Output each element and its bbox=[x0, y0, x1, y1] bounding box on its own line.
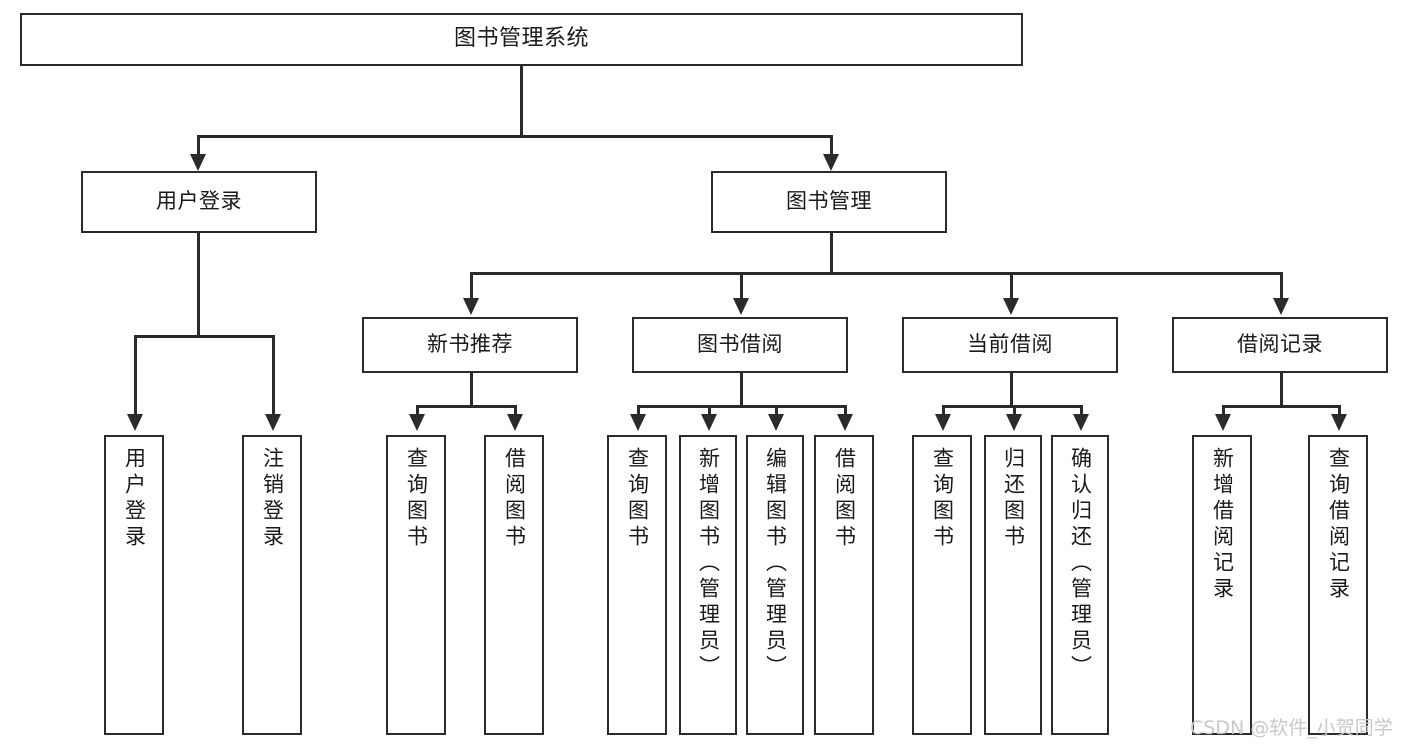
arrow-new-book-leaf-2 bbox=[507, 414, 523, 431]
node-label: 新书推荐 bbox=[427, 332, 513, 357]
node-label: 归还图书 bbox=[1001, 447, 1026, 551]
arrow-to-current-borrow bbox=[1003, 298, 1019, 315]
connector-to-borrow-record bbox=[1280, 272, 1283, 299]
node-label: 编辑图书（管理员） bbox=[763, 447, 788, 681]
connector-current-borrow-drop-1 bbox=[942, 405, 945, 418]
connector-root-stem bbox=[520, 66, 523, 135]
leaf-borrow-record-query[interactable]: 查询借阅记录 bbox=[1308, 435, 1368, 735]
node-label: 图书管理系统 bbox=[453, 26, 589, 52]
node-label: 查询图书 bbox=[930, 447, 955, 551]
node-label: 新增图书（管理员） bbox=[696, 447, 721, 681]
leaf-current-borrow-confirm[interactable]: 确认归还（管理员） bbox=[1051, 435, 1109, 735]
connector-to-book-borrow bbox=[740, 272, 743, 299]
arrow-book-borrow-leaf-1 bbox=[630, 414, 646, 431]
connector-root-bus bbox=[197, 135, 833, 138]
node-label: 当前借阅 bbox=[967, 332, 1053, 357]
connector-to-book-management bbox=[830, 135, 833, 158]
leaf-current-borrow-return[interactable]: 归还图书 bbox=[984, 435, 1042, 735]
connector-current-borrow-bus bbox=[942, 405, 1080, 408]
arrow-current-borrow-leaf-3 bbox=[1073, 414, 1089, 431]
arrow-new-book-leaf-1 bbox=[409, 414, 425, 431]
arrow-to-new-book-recommend bbox=[463, 298, 479, 315]
arrow-user-login-leaf-1 bbox=[127, 414, 143, 431]
connector-to-new-book-recommend bbox=[470, 272, 473, 299]
node-label: 借阅图书 bbox=[502, 447, 527, 551]
node-label: 确认归还（管理员） bbox=[1068, 447, 1093, 681]
node-book-borrow[interactable]: 图书借阅 bbox=[632, 317, 848, 373]
arrow-borrow-record-leaf-1 bbox=[1215, 414, 1231, 431]
arrow-book-borrow-leaf-2 bbox=[701, 414, 717, 431]
connector-user-login-drop-2 bbox=[272, 335, 275, 418]
arrow-to-borrow-record bbox=[1273, 298, 1289, 315]
leaf-book-borrow-borrow[interactable]: 借阅图书 bbox=[814, 435, 874, 735]
connector-current-borrow-drop-2 bbox=[1013, 405, 1016, 418]
arrow-current-borrow-leaf-2 bbox=[1006, 414, 1022, 431]
connector-new-book-bus bbox=[416, 405, 516, 408]
connector-new-book-drop-1 bbox=[416, 405, 419, 418]
node-label: 借阅图书 bbox=[832, 447, 857, 551]
connector-new-book-drop-2 bbox=[514, 405, 517, 418]
connector-current-borrow-drop-3 bbox=[1080, 405, 1083, 418]
connector-book-management-stem bbox=[830, 233, 833, 272]
node-label: 新增借阅记录 bbox=[1210, 447, 1235, 603]
arrow-book-borrow-leaf-4 bbox=[837, 414, 853, 431]
arrow-to-user-login bbox=[190, 154, 206, 171]
leaf-user-login-login[interactable]: 用户登录 bbox=[104, 435, 164, 735]
leaf-book-borrow-edit[interactable]: 编辑图书（管理员） bbox=[746, 435, 804, 735]
connector-borrow-record-stem bbox=[1280, 373, 1283, 405]
node-label: 查询借阅记录 bbox=[1326, 447, 1351, 603]
node-current-borrow[interactable]: 当前借阅 bbox=[902, 317, 1118, 373]
node-label: 用户登录 bbox=[156, 189, 242, 214]
arrow-to-book-management bbox=[823, 154, 839, 171]
node-label: 查询图书 bbox=[625, 447, 650, 551]
leaf-current-borrow-query[interactable]: 查询图书 bbox=[912, 435, 972, 735]
arrow-to-book-borrow bbox=[733, 298, 749, 315]
connector-borrow-record-drop-1 bbox=[1222, 405, 1225, 418]
arrow-book-borrow-leaf-3 bbox=[768, 414, 784, 431]
leaf-book-borrow-query[interactable]: 查询图书 bbox=[607, 435, 667, 735]
connector-user-login-bus bbox=[134, 335, 275, 338]
connector-book-borrow-drop-1 bbox=[637, 405, 640, 418]
connector-book-borrow-drop-4 bbox=[844, 405, 847, 418]
node-user-login[interactable]: 用户登录 bbox=[81, 171, 317, 233]
node-label: 用户登录 bbox=[122, 447, 147, 551]
connector-user-login-drop-1 bbox=[134, 335, 137, 418]
node-book-management[interactable]: 图书管理 bbox=[711, 171, 947, 233]
connector-book-borrow-drop-2 bbox=[708, 405, 711, 418]
arrow-borrow-record-leaf-2 bbox=[1331, 414, 1347, 431]
connector-new-book-stem bbox=[470, 373, 473, 405]
connector-borrow-record-drop-2 bbox=[1338, 405, 1341, 418]
connector-book-borrow-stem bbox=[740, 373, 743, 405]
node-label: 注销登录 bbox=[260, 447, 285, 551]
leaf-new-book-borrow[interactable]: 借阅图书 bbox=[484, 435, 544, 735]
node-label: 借阅记录 bbox=[1237, 332, 1323, 357]
connector-current-borrow-stem bbox=[1010, 373, 1013, 405]
node-new-book-recommend[interactable]: 新书推荐 bbox=[362, 317, 578, 373]
connector-to-user-login bbox=[197, 135, 200, 158]
leaf-new-book-query[interactable]: 查询图书 bbox=[386, 435, 446, 735]
leaf-user-login-logout[interactable]: 注销登录 bbox=[242, 435, 302, 735]
arrow-current-borrow-leaf-1 bbox=[935, 414, 951, 431]
leaf-borrow-record-add[interactable]: 新增借阅记录 bbox=[1192, 435, 1252, 735]
connector-book-borrow-bus bbox=[637, 405, 844, 408]
arrow-user-login-leaf-2 bbox=[265, 414, 281, 431]
node-root-system[interactable]: 图书管理系统 bbox=[20, 13, 1023, 66]
connector-book-management-bus bbox=[470, 272, 1280, 275]
connector-user-login-stem bbox=[197, 233, 200, 335]
node-borrow-record[interactable]: 借阅记录 bbox=[1172, 317, 1388, 373]
connector-borrow-record-bus bbox=[1222, 405, 1339, 408]
node-label: 图书借阅 bbox=[697, 332, 783, 357]
node-label: 查询图书 bbox=[404, 447, 429, 551]
connector-book-borrow-drop-3 bbox=[775, 405, 778, 418]
leaf-book-borrow-add[interactable]: 新增图书（管理员） bbox=[679, 435, 737, 735]
node-label: 图书管理 bbox=[786, 189, 872, 214]
connector-to-current-borrow bbox=[1010, 272, 1013, 299]
